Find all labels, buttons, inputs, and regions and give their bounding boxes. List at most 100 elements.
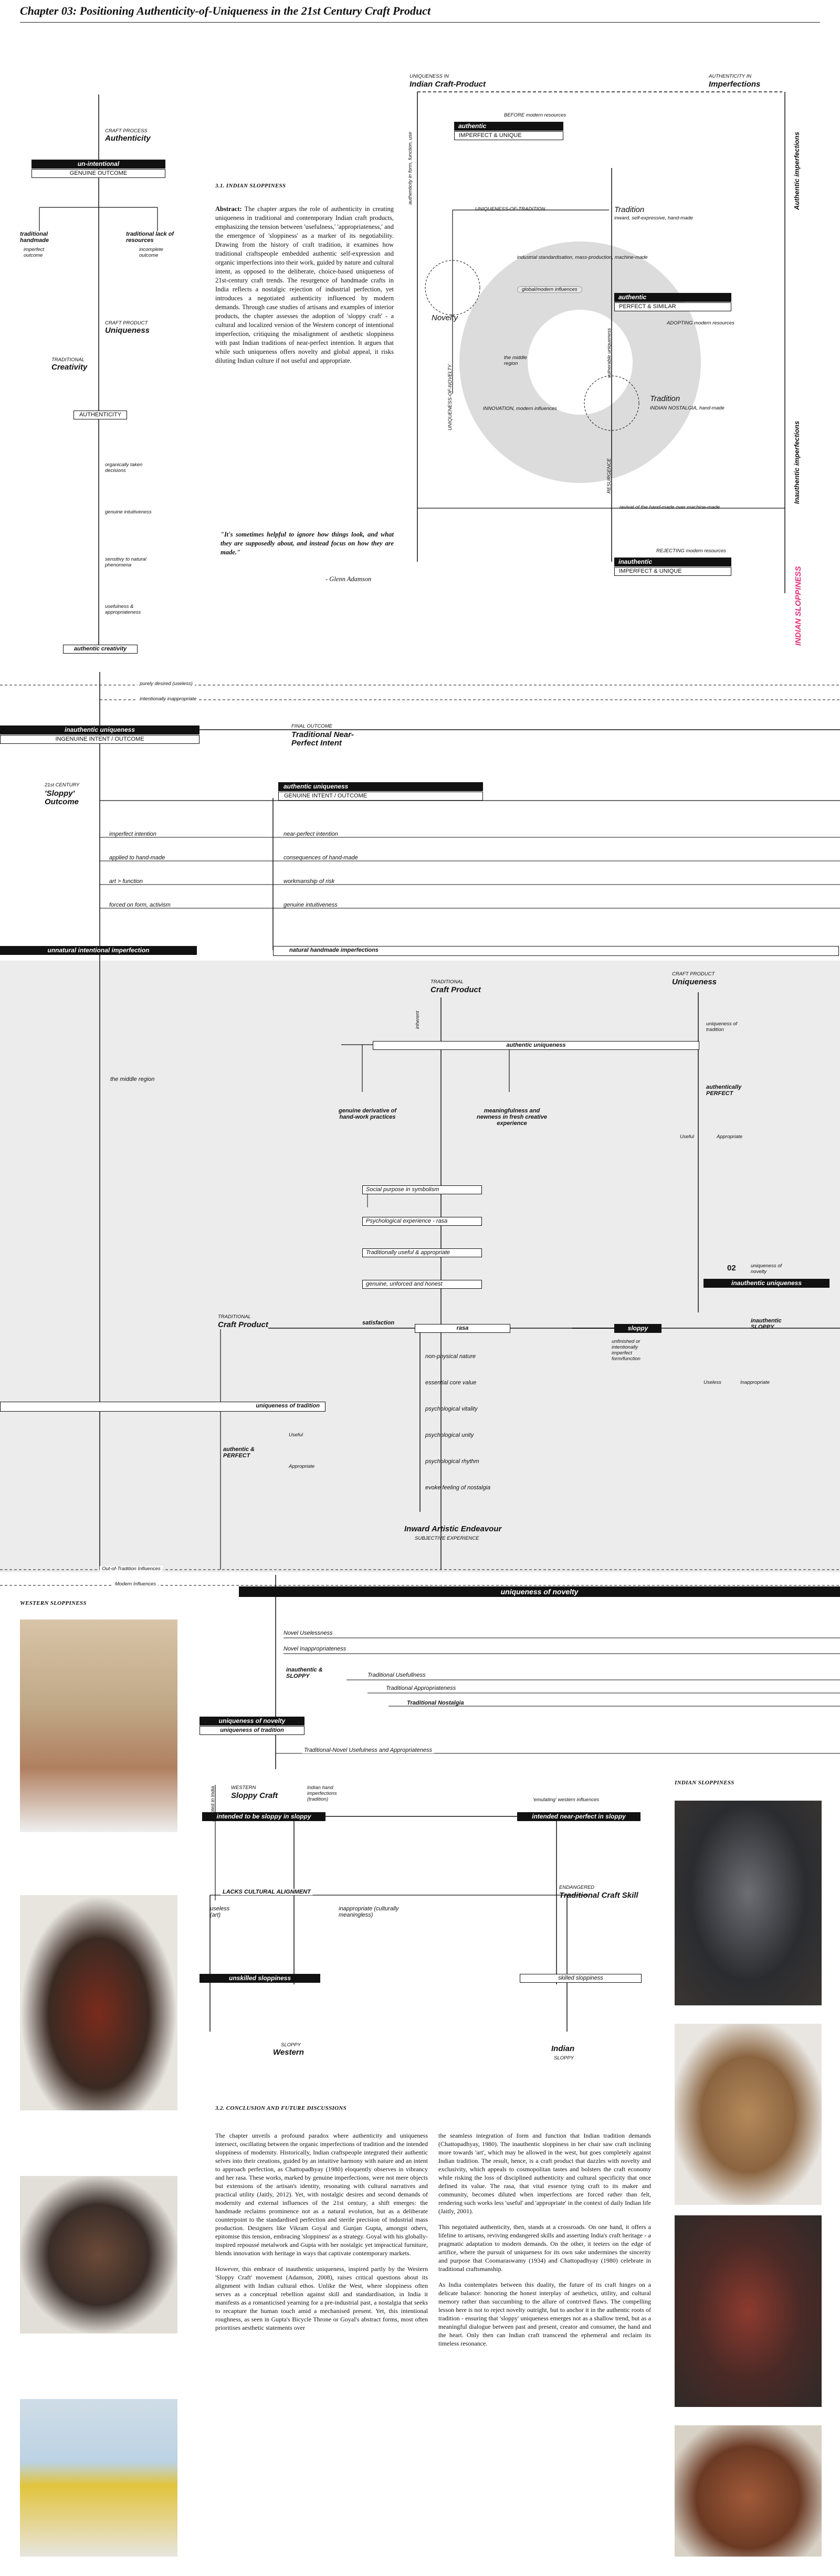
abstract-body: The chapter argues the role of authentic… — [215, 205, 394, 364]
middle-region-label: the middle region — [110, 1076, 155, 1082]
inauthentic-sloppy-label: inauthentic SLOPPY — [751, 1318, 782, 1330]
tradition-label: Tradition — [614, 205, 645, 214]
craft-process-title: Authenticity — [105, 134, 151, 143]
unskilled-bar: unskilled sloppiness — [200, 1974, 320, 1983]
craft-process-label: CRAFT PROCESS — [105, 128, 148, 134]
genuine-derivative-label: genuine derivative of hand-work practice… — [338, 1108, 397, 1120]
number-02: 02 — [727, 1264, 736, 1273]
uniqueness-title: Uniqueness — [105, 326, 150, 335]
indian-sloppy-photo-3 — [675, 2215, 822, 2407]
left-row-2: applied to hand-made — [109, 855, 165, 861]
ladder-2: Psychological experience - rasa — [362, 1217, 482, 1226]
trad-novel-label: Traditional-Novel Usefulness and Appropr… — [302, 1747, 434, 1753]
indian-craft-product-title: Indian Craft-Product — [410, 80, 486, 89]
lacks-cultural-label: LACKS CULTURAL ALIGNMENT — [220, 1889, 313, 1895]
quote-text: "It's sometimes helpful to ignore how th… — [220, 531, 394, 556]
creativity-title: Creativity — [51, 363, 88, 372]
useful-label-2: Useful — [289, 1432, 303, 1438]
step-4: usefulness & appropriateness — [105, 604, 141, 615]
uon-bar: uniqueness of novelty — [200, 1717, 304, 1726]
ladder-3: Traditionally useful & appropriate — [362, 1248, 482, 1257]
unintentional-bar: un-intentional — [32, 160, 165, 169]
appropriate-label-2: Appropriate — [289, 1464, 315, 1469]
branch-row-4: Traditional Appropriateness — [386, 1685, 456, 1691]
rasa-row-4: psychological unity — [425, 1432, 474, 1438]
craft-product-gray-title: Craft Product — [430, 985, 481, 994]
traditional-small-label: TRADITIONAL — [430, 979, 464, 985]
authentic-bar: authentic — [454, 122, 563, 131]
ingenuine-box: INGENUINE INTENT / OUTCOME — [0, 735, 200, 744]
sloppy-small-2: SLOPPY — [554, 2055, 574, 2061]
middle-region-inner — [528, 310, 633, 415]
tradition-dashed-circle — [584, 375, 639, 431]
indian-hand-label: Indian hand imperfections (tradition) — [307, 1785, 337, 1802]
indian-title: Indian — [551, 2044, 575, 2053]
rasa-box: rasa — [415, 1324, 510, 1333]
tradition-sub-label: inward, self-expressive, hand-made — [614, 215, 693, 221]
imperfect-outcome-label: imperfect outcome — [24, 247, 45, 258]
inward-artistic-label: Inward Artistic Endeavour — [404, 1524, 502, 1533]
out-of-tradition-label: Out-of-Tradition Influences — [100, 1566, 163, 1572]
craft-product-label: CRAFT PRODUCT — [105, 320, 148, 326]
indian-sloppy-photo-4 — [675, 2425, 822, 2557]
rasa-row-3: psychological vitality — [425, 1406, 478, 1412]
traditional-craft-skill: Traditional Craft Skill — [559, 1891, 638, 1900]
imperfect-unique-box-2: IMPERFECT & UNIQUE — [614, 567, 731, 576]
ladder-1: Social purpose in symbolism — [362, 1185, 482, 1194]
traditional-label: TRADITIONAL — [51, 357, 85, 363]
conclusion-para-2: However, this embrace of inauthentic uni… — [215, 2265, 428, 2331]
traditional-lack-label: traditional lack of resources — [126, 231, 174, 244]
innovation-label: INNOVATION, modern influences — [483, 406, 557, 412]
rasa-row-2: essential core value — [425, 1380, 477, 1386]
meaningfulness-label: meaningfulness and newness in fresh crea… — [477, 1108, 547, 1127]
revival-label: revival of the hand-made over machine-ma… — [620, 504, 720, 510]
right-row-2: consequences of hand-made — [284, 855, 358, 861]
middle-region-label-top: the middle region — [504, 355, 527, 366]
uniqueness-of-tradition-bar: uniqueness of tradition — [0, 1402, 326, 1412]
branch-row-1: Novel Uselessness — [284, 1630, 333, 1636]
branch-row-5: Traditional Nostalgia — [407, 1700, 464, 1706]
century-label: 21st CENTURY — [45, 782, 80, 788]
step-2: genuine intuitiveness — [105, 509, 152, 515]
resurgence-vertical: RESURGENCE — [606, 458, 612, 493]
inauthentic-imperfections-vertical: Inauthentic imperfections — [793, 420, 801, 504]
craft-product-2-title: Craft Product — [218, 1320, 268, 1329]
traditional-handmade-label: traditional handmade — [20, 231, 49, 244]
western-sloppy-photo-1 — [20, 1620, 177, 1832]
conclusion-col-1: The chapter unveils a profound paradox w… — [215, 2131, 428, 2332]
uniqueness-of-novelty-small: uniqueness of novelty — [751, 1263, 782, 1275]
appropriate-label: Appropriate — [717, 1134, 743, 1140]
uniqueness-of-novelty-bar: uniqueness of novelty — [239, 1586, 840, 1597]
modern-influences-label: Modern Influences — [113, 1581, 159, 1587]
branch-row-3: Traditional Usefullness — [368, 1672, 426, 1678]
western-title: Western — [273, 2048, 304, 2057]
intended-near-bar: intended near-perfect in sloppy — [517, 1812, 640, 1821]
western-small-label: WESTERN — [231, 1785, 256, 1791]
conclusion-para-1: The chapter unveils a profound paradox w… — [215, 2132, 428, 2257]
authenticity-box: AUTHENTICITY — [74, 411, 127, 419]
novelty-dashed-circle — [425, 260, 480, 316]
abstract-text: Abstract: The chapter argues the role of… — [215, 205, 394, 365]
branch-row-2: Novel Inappropriateness — [284, 1646, 346, 1652]
incomplete-outcome-label: incomplete outcome — [139, 247, 163, 258]
inauthentic-bar: inauthentic — [614, 558, 731, 566]
perfect-similar-box: PERFECT & SIMILAR — [614, 302, 731, 311]
inappropriate-label: Inappropriate — [740, 1380, 770, 1385]
page-title: Chapter 03: Positioning Authenticity-of-… — [20, 4, 431, 17]
rejecting-label: REJECTING modern resources — [656, 548, 727, 554]
authentic-uniqueness-bar: authentic uniqueness — [278, 782, 483, 791]
abstract-label: Abstract: — [215, 205, 242, 213]
final-outcome-title: Traditional Near-Perfect Intent — [291, 730, 354, 748]
skilled-box: skilled sloppiness — [520, 1974, 642, 1983]
left-row-3: art > function — [109, 878, 143, 885]
authenticity-in-label: AUTHENTICITY IN — [709, 73, 752, 79]
genuine-outcome-box: GENUINE OUTCOME — [32, 169, 165, 178]
step-1: organically taken decisions — [105, 462, 143, 474]
subjective-label: SUBJECTIVE EXPERIENCE — [415, 1536, 479, 1541]
indian-sloppiness-vertical: INDIAN SLOPPINESS — [794, 566, 803, 646]
uot-box: uniqueness of tradition — [200, 1726, 304, 1735]
uniqueness-of-tradition-label: UNIQUENESS-OF-TRADITION — [475, 206, 545, 212]
purely-desired-label: purely desired (useless) — [138, 681, 195, 687]
western-sloppy-photo-4 — [20, 2399, 177, 2557]
section-31-heading: 3.1. INDIAN SLOPPINESS — [215, 183, 286, 189]
